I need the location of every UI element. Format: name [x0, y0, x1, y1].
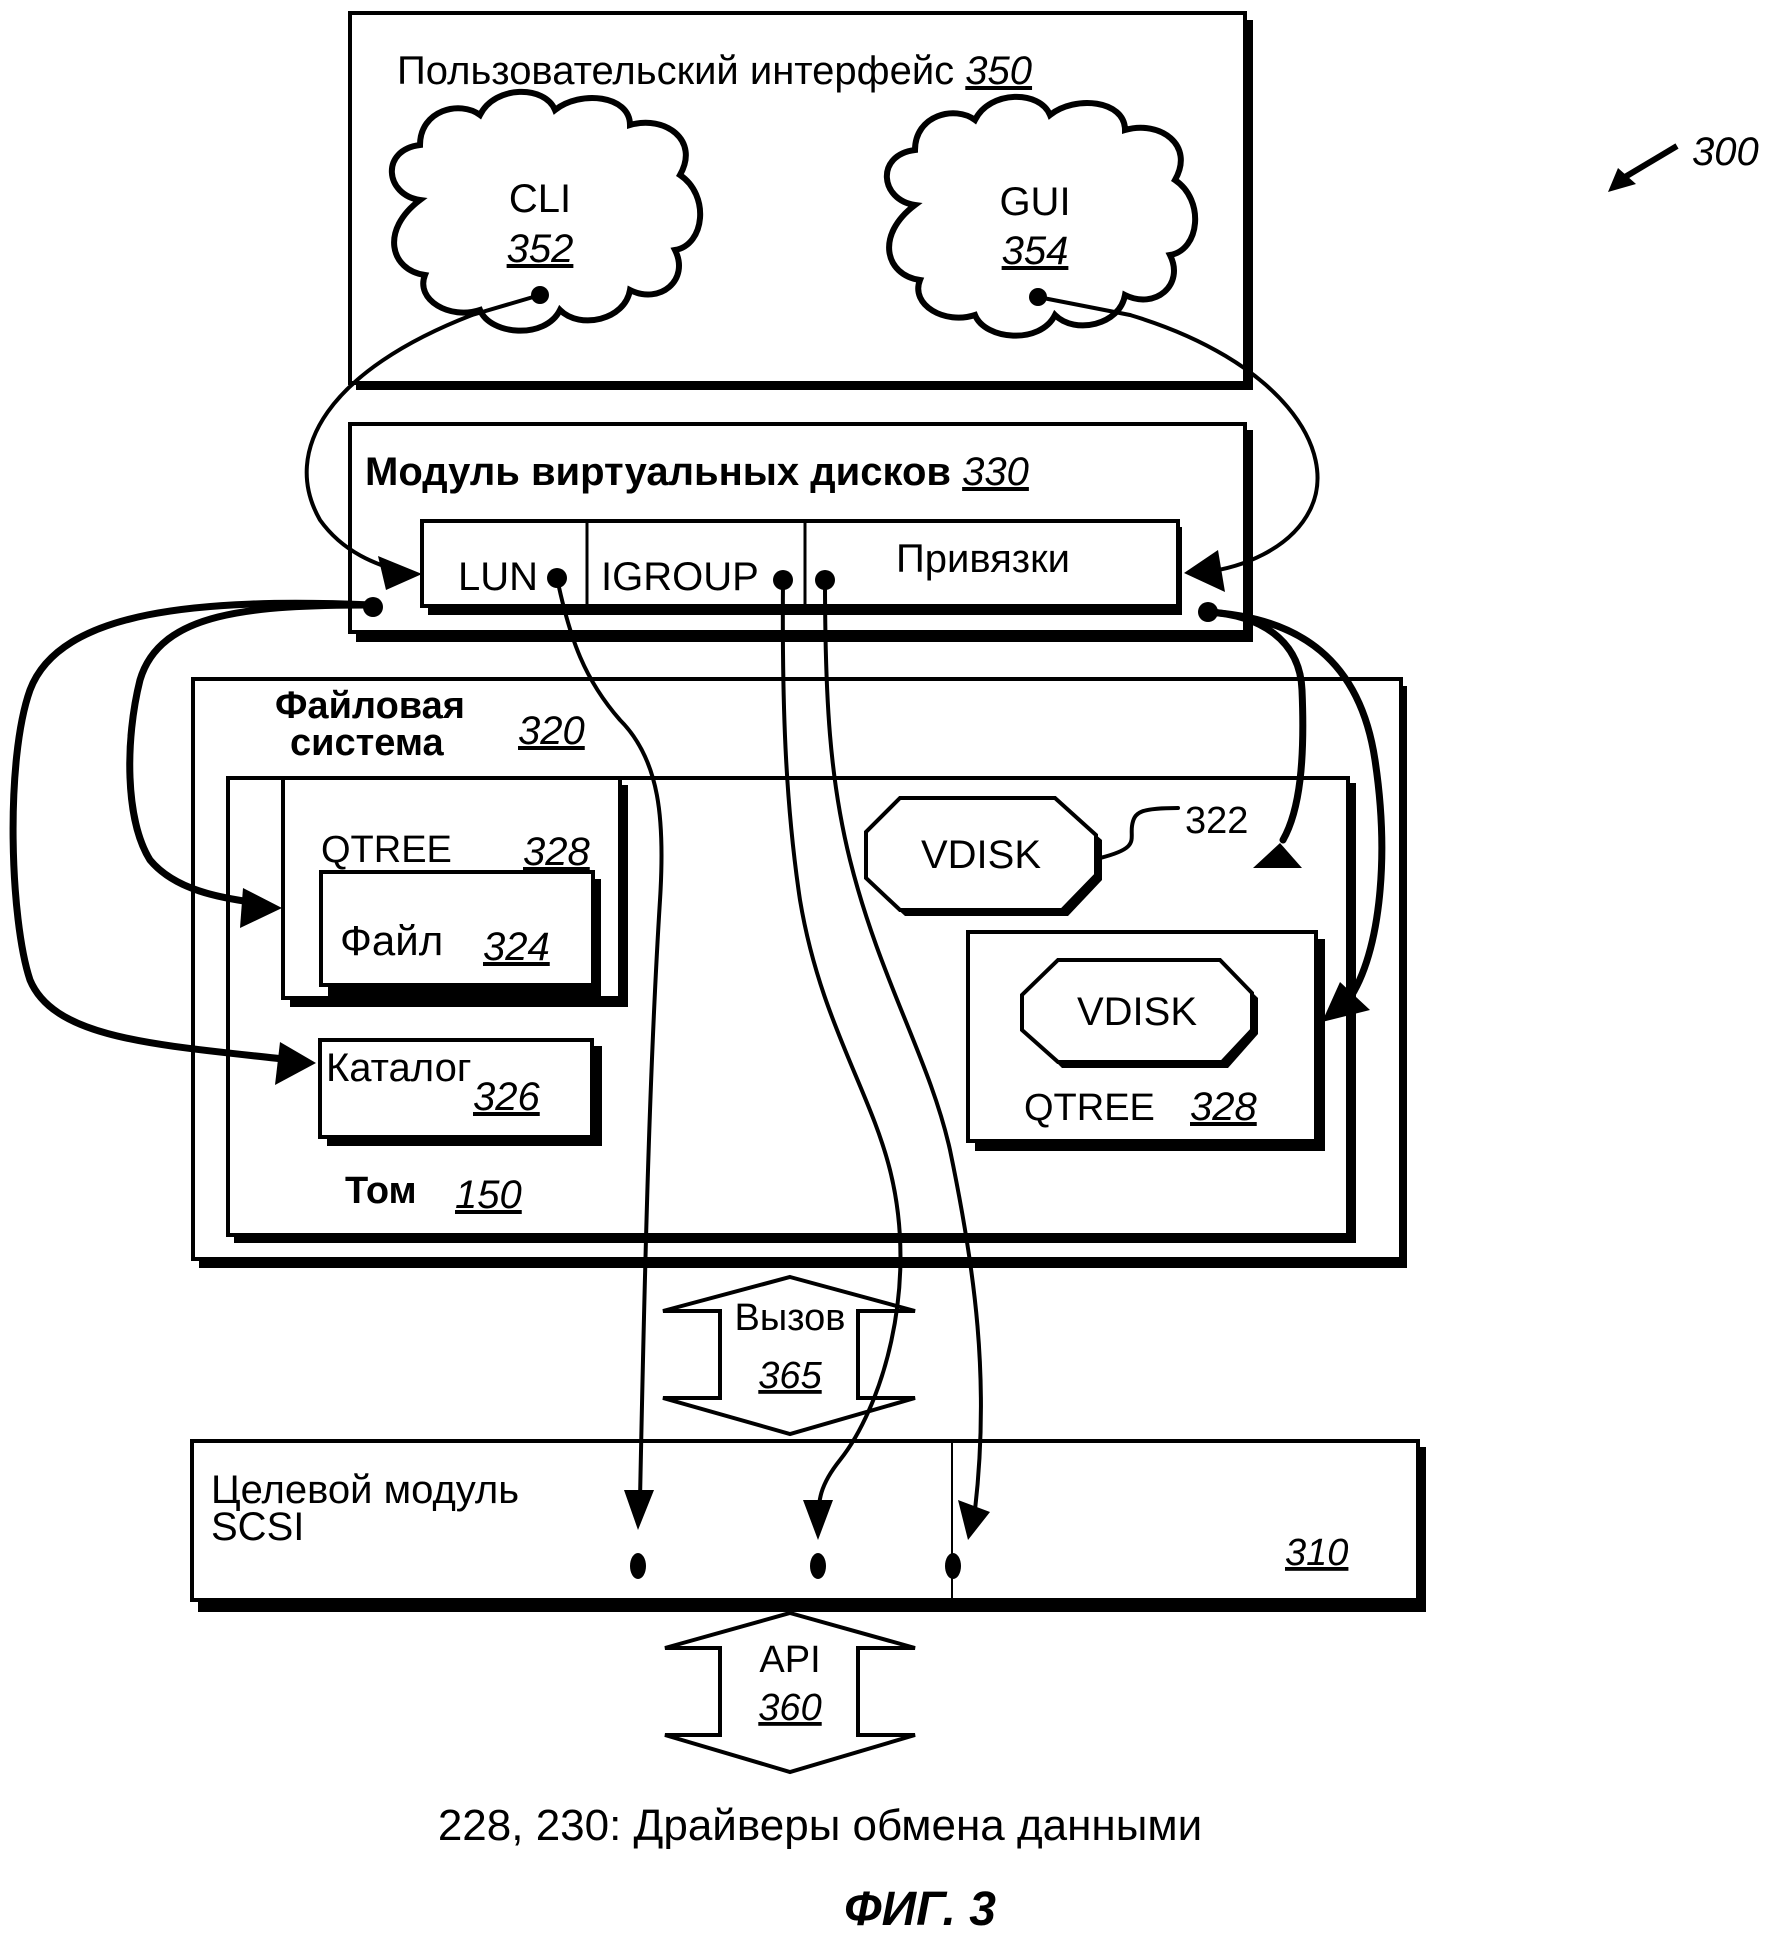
volume-label: Том	[345, 1170, 417, 1212]
igroup-to-scsi-arrowhead-icon	[803, 1500, 833, 1540]
cell-lun[interactable]: LUN	[458, 555, 538, 599]
file-frame	[319, 870, 595, 987]
bindings-to-scsi-arrowhead-icon	[958, 1500, 990, 1540]
gui-ref-number: 354	[1002, 229, 1069, 273]
call-arrow-ref-number: 365	[758, 1355, 822, 1397]
file-label: Файл	[340, 917, 443, 964]
catalog-frame	[318, 1038, 594, 1139]
vdisk-top-frame	[864, 796, 1098, 912]
catalog-box[interactable]: Каталог 326	[318, 1038, 602, 1146]
scsi-title-line1: Целевой модуль	[211, 1468, 519, 1512]
cli-label: CLI	[509, 177, 571, 221]
cli-ref-number: 352	[507, 227, 574, 271]
scsi-ref-number: 310	[1285, 1532, 1348, 1574]
qtree-left-ref-number: 328	[523, 830, 590, 874]
vdisk-module-title: Модуль виртуальных дисков 330	[365, 450, 1029, 494]
connector-bindings-to-scsi	[815, 570, 990, 1579]
connector-gui-to-bindings	[1128, 313, 1320, 592]
vdisk-callout-leader	[1098, 806, 1180, 860]
qtree-right-ref-number: 328	[1190, 1085, 1257, 1129]
fs-title-line2: система	[290, 722, 444, 764]
vdisk-module-title-text: Модуль виртуальных дисков	[365, 450, 951, 494]
ui-ref-number: 350	[965, 49, 1032, 93]
ui-box-title: Пользовательский интерфейс 350	[397, 49, 1032, 93]
cli-connector-stub	[470, 293, 542, 317]
gui-connector-dot	[1029, 288, 1047, 306]
connector-igroup-to-scsi	[773, 570, 903, 1579]
connector-module-to-file-catalog	[9, 597, 383, 1085]
figure-ref-number: 300	[1692, 130, 1759, 174]
qtree-left-label: QTREE	[321, 829, 452, 871]
fs-ref-number: 320	[518, 709, 585, 753]
to-catalog-path	[9, 599, 377, 1064]
scsi-port-dot-2	[810, 1553, 826, 1579]
to-file-arrowhead-icon	[240, 888, 282, 928]
fs-title-line1: Файловая	[275, 685, 465, 727]
cells-frame	[420, 519, 1180, 608]
ref-arrow-line	[1623, 143, 1679, 180]
call-arrow-label: Вызов	[735, 1297, 846, 1339]
to-catalog-arrowhead-icon	[275, 1042, 316, 1085]
scsi-frame	[190, 1439, 1420, 1602]
to-qtree-right-path	[1204, 608, 1386, 1009]
gui-label: GUI	[999, 180, 1070, 224]
figure-ref-pointer: 300	[1608, 130, 1759, 192]
cli-to-lun-path	[304, 313, 474, 574]
ui-title-text: Пользовательский интерфейс	[397, 49, 954, 93]
scsi-port-dot-3	[945, 1553, 961, 1579]
api-arrow: API 360	[664, 1610, 916, 1775]
volume-ref-number: 150	[455, 1173, 522, 1217]
figure-caption: ФИГ. 3	[844, 1883, 996, 1936]
vdisk-module-box: Модуль виртуальных дисков 330 LUN IGROUP…	[348, 422, 1253, 642]
cli-to-lun-arrowhead-icon	[378, 556, 422, 590]
scsi-title-line2: SCSI	[211, 1505, 304, 1549]
ref-arrow-head-icon	[1608, 168, 1636, 192]
call-arrow-shape	[662, 1274, 916, 1437]
vdisk-top[interactable]: VDISK 322	[864, 796, 1248, 916]
call-arrow: Вызов 365	[662, 1274, 916, 1437]
to-file-path	[126, 601, 377, 907]
to-vdisk-top-arrowhead-icon	[1253, 843, 1302, 868]
scsi-port-dot-1	[630, 1553, 646, 1579]
vdisk-top-label: VDISK	[921, 833, 1041, 877]
gui-to-bindings-arrowhead-icon	[1184, 550, 1225, 592]
catalog-ref-number: 326	[473, 1075, 540, 1119]
gui-cloud[interactable]: GUI 354	[883, 93, 1199, 339]
vdisk-inner-label: VDISK	[1077, 990, 1197, 1034]
cli-cloud[interactable]: CLI 352	[388, 88, 704, 334]
bindings-to-scsi-path	[823, 578, 983, 1512]
qtree-right-label: QTREE	[1024, 1087, 1155, 1129]
scsi-target-box: Целевой модуль SCSI 310	[190, 1439, 1426, 1612]
api-arrow-label: API	[759, 1639, 820, 1681]
file-box[interactable]: Файл 324	[319, 870, 601, 996]
catalog-label: Каталог	[326, 1046, 471, 1090]
igroup-to-scsi-path	[780, 578, 903, 1527]
cell-igroup[interactable]: IGROUP	[601, 555, 759, 599]
gui-connector-stub	[1036, 295, 1132, 317]
vdisk-callout-ref: 322	[1185, 800, 1248, 842]
cell-bindings[interactable]: Привязки	[896, 537, 1070, 581]
file-ref-number: 324	[483, 925, 550, 969]
to-qtree-right-arrowhead-icon	[1322, 982, 1370, 1022]
cli-cloud-shape	[388, 88, 704, 334]
drivers-label: 228, 230: Драйверы обмена данными	[438, 1801, 1202, 1850]
connector-lun-to-scsi	[547, 568, 664, 1579]
connector-module-to-vdisks	[1198, 602, 1386, 1022]
vdisk-inner-frame	[1020, 958, 1254, 1064]
api-arrow-ref-number: 360	[758, 1687, 821, 1729]
vdisk-module-ref-number: 330	[962, 450, 1029, 494]
gui-cloud-shape	[883, 93, 1199, 339]
lun-to-scsi-path	[555, 576, 664, 1502]
lun-to-scsi-arrowhead-icon	[624, 1490, 654, 1530]
cli-connector-dot	[531, 286, 549, 304]
api-arrow-shape	[664, 1610, 916, 1775]
connector-cli-to-lun	[304, 313, 474, 590]
gui-to-bindings-path	[1128, 313, 1320, 574]
qtree-right-box[interactable]: VDISK QTREE 328	[966, 930, 1325, 1151]
